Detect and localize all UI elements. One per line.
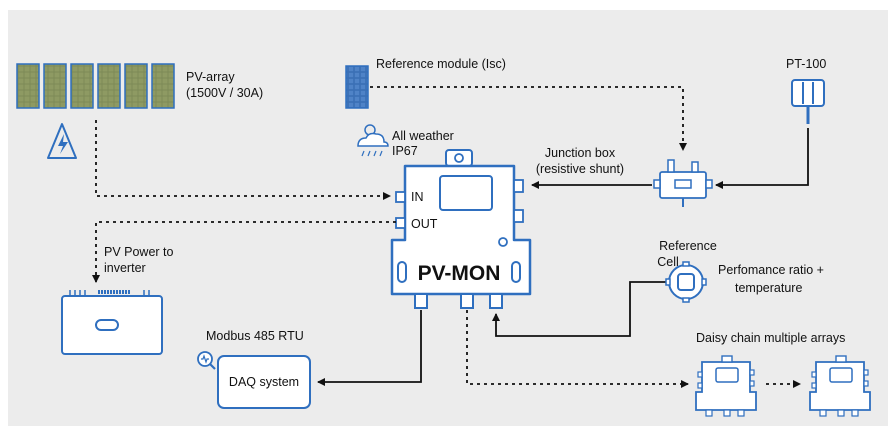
pt100-connector <box>715 128 809 189</box>
reference-cell-connector <box>492 281 666 337</box>
cloud-sun-rain-icon <box>357 124 389 157</box>
port-out-label: OUT <box>411 217 438 231</box>
pv-power-label: PV Power to <box>104 245 174 259</box>
junction-box-icon <box>653 159 713 207</box>
reference-module-icon <box>345 65 369 109</box>
pv-array-rating-label: (1500V / 30A) <box>186 86 263 100</box>
pv-mon-mini-icon <box>809 355 871 417</box>
port-in-label: IN <box>411 190 424 204</box>
modbus-label: Modbus 485 RTU <box>206 329 304 343</box>
pv-mon-device-icon <box>390 149 532 309</box>
temperature-sensor-icon <box>791 79 825 124</box>
pv-array-icon <box>16 63 175 109</box>
pv-mon-mini-icon <box>695 355 757 417</box>
inverter-icon <box>61 290 163 355</box>
device-to-daq-connector <box>317 310 422 386</box>
reference-cell-icon <box>665 261 707 303</box>
out-to-inverter-connector <box>92 221 396 283</box>
pv-array-label: PV-array <box>186 70 235 84</box>
all-weather-label: All weather <box>392 129 454 143</box>
reference-module-label: Reference module (Isc) <box>376 57 506 71</box>
magnifier-icon <box>197 351 216 370</box>
performance-ratio-label: Perfomance ratio + <box>718 263 824 277</box>
temperature-label: temperature <box>735 281 802 295</box>
junction-box-sublabel: (resistive shunt) <box>536 162 624 176</box>
daq-system-label: DAQ system <box>229 375 299 389</box>
ip67-label: IP67 <box>392 144 418 158</box>
daq-box <box>217 355 311 409</box>
reference-cell-sublabel: Cell <box>657 255 679 269</box>
inverter-label: inverter <box>104 261 146 275</box>
junction-box-label: Junction box <box>545 146 616 160</box>
daisy-chain-label: Daisy chain multiple arrays <box>696 331 845 345</box>
high-voltage-warning-icon <box>47 123 77 159</box>
device-name-label: PV-MON <box>418 262 501 285</box>
pt100-label: PT-100 <box>786 57 826 71</box>
reference-cell-label: Reference <box>659 239 717 253</box>
